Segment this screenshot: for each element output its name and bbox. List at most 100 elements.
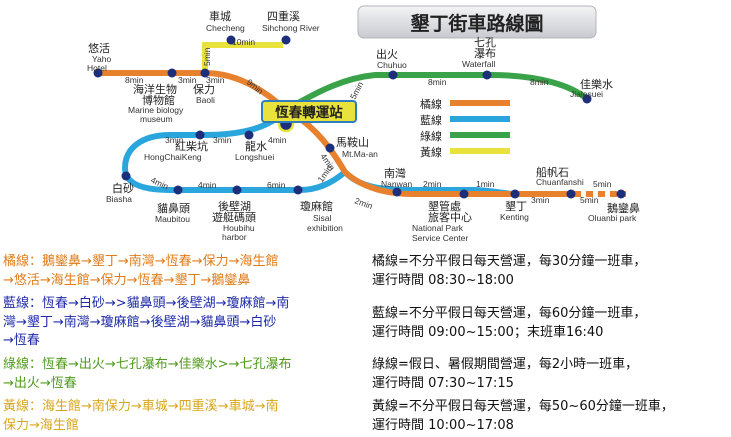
- svg-text:佳樂水: 佳樂水: [580, 77, 613, 91]
- svg-text:Nanwan: Nanwan: [381, 179, 412, 189]
- svg-text:6min: 6min: [267, 180, 286, 190]
- svg-text:3min: 3min: [531, 195, 550, 205]
- route-yellow-line2: 保力→海生館: [3, 417, 79, 433]
- legend-swatch-yellow: [450, 148, 510, 154]
- svg-text:8min: 8min: [530, 77, 549, 87]
- svg-text:5min: 5min: [580, 195, 599, 205]
- svg-text:2min: 2min: [423, 179, 442, 189]
- station-nanwan: 南灣 Nanwan: [381, 167, 412, 197]
- svg-text:貓鼻頭: 貓鼻頭: [157, 201, 190, 215]
- map-title: 墾丁街車路線圖: [357, 5, 597, 39]
- svg-text:National Park: National Park: [412, 223, 464, 233]
- svg-text:Biasha: Biasha: [106, 194, 132, 204]
- svg-text:Kenting: Kenting: [500, 212, 529, 222]
- schedule-orange: 橘線=不分平假日每天營運，每30分鐘一班車， 運行時間 08:30~18:00: [372, 253, 728, 290]
- svg-text:車城: 車城: [209, 9, 231, 23]
- svg-text:8min: 8min: [428, 77, 447, 87]
- svg-text:墾丁街車路線圖: 墾丁街車路線圖: [410, 12, 543, 35]
- station-kenting: 墾丁 Kenting: [500, 189, 529, 222]
- station-hongchaikeng: 紅柴坑 HongChaiKeng: [144, 130, 208, 162]
- schedule-orange-line1: 橘線=不分平假日每天營運，每30分鐘一班車，: [372, 254, 647, 269]
- station-oluanbi: 鵝鑾鼻 Oluanbi park: [588, 189, 640, 223]
- route-yellow: 黃線：海生館→南保力→車城→四重溪→車城→南 保力→海生館: [3, 398, 363, 435]
- schedule-green: 綠線=假日、暑假期間營運，每2小時一班車， 運行時間 07:30~17:15: [372, 356, 728, 393]
- legend-swatch-green: [450, 132, 510, 138]
- blue-line: [121, 107, 516, 197]
- schedule-yellow-line1: 黃線=不分平假日每天營運，每50~60分鐘一班車，: [372, 399, 674, 414]
- station-sichong: 四重溪 Sihchong River: [262, 9, 320, 45]
- svg-text:南灣: 南灣: [384, 167, 406, 180]
- route-orange: 橘線：鵝鑾鼻→墾丁→南灣→恆春→保力→海生館 →悠活→海生館→保力→恆春→墾丁→…: [3, 253, 363, 290]
- svg-text:藍線: 藍線: [420, 113, 442, 127]
- svg-text:保力: 保力: [193, 82, 215, 96]
- schedule-blue: 藍線=不分平假日每天營運，每60分鐘一班車， 運行時間 09:00~15:00；…: [372, 305, 728, 342]
- legend-swatch-orange: [450, 100, 510, 106]
- svg-text:Hotel: Hotel: [87, 63, 107, 73]
- orange-line-south: [284, 107, 562, 197]
- svg-text:旅客中心: 旅客中心: [428, 210, 472, 224]
- svg-text:瀑布: 瀑布: [474, 47, 496, 60]
- route-yellow-line1: 黃線：海生館→南保力→車城→四重溪→車城→南: [3, 399, 279, 414]
- svg-text:8min: 8min: [125, 75, 144, 85]
- svg-text:Mt.Ma-an: Mt.Ma-an: [342, 149, 378, 159]
- svg-text:恆春轉運站: 恆春轉運站: [274, 104, 343, 121]
- station-baisha: 白砂 Biasha: [106, 171, 134, 204]
- route-green-line2: →出火→恆春: [3, 375, 77, 391]
- station-maanshan: 馬鞍山 Mt.Ma-an: [325, 135, 378, 159]
- station-baoli: 保力 Baoli: [193, 68, 215, 105]
- svg-text:10min: 10min: [232, 37, 255, 47]
- svg-text:3min: 3min: [165, 135, 184, 145]
- schedule-green-line2: 運行時間 07:30~17:15: [372, 375, 514, 391]
- route-green-line1: 綠線：恆春→出火→七孔瀑布→佳樂水>→七孔瀑布: [3, 357, 292, 372]
- schedule-blue-line2: 運行時間 09:00~15:00；末班車16:40: [372, 324, 604, 340]
- svg-text:Chuhuo: Chuhuo: [377, 60, 407, 70]
- schedule-blue-line1: 藍線=不分平假日每天營運，每60分鐘一班車，: [372, 306, 647, 321]
- station-marine-museum: 海洋生物 博物館 Marine biology museum: [128, 68, 184, 124]
- svg-text:Sisal: Sisal: [313, 213, 332, 223]
- station-yaho: 悠活 Yaho Hotel: [87, 41, 111, 78]
- svg-text:1min: 1min: [476, 179, 495, 189]
- yellow-line: [125, 42, 231, 76]
- legend: 橘線 藍線 綠線 黃線: [420, 97, 510, 159]
- svg-text:海洋生物: 海洋生物: [133, 82, 177, 96]
- svg-text:博物館: 博物館: [142, 93, 175, 107]
- schedule-yellow-line2: 運行時間 10:00~17:08: [372, 417, 514, 433]
- svg-text:Longshuei: Longshuei: [235, 152, 274, 162]
- svg-text:Waterfall: Waterfall: [462, 59, 495, 69]
- legend-swatch-blue: [450, 116, 510, 122]
- svg-text:Oluanbi park: Oluanbi park: [588, 213, 637, 223]
- svg-text:Yaho: Yaho: [92, 54, 111, 64]
- station-waterfall: 七孔 瀑布 Waterfall: [462, 36, 496, 80]
- svg-text:七孔: 七孔: [474, 36, 496, 49]
- svg-text:出火: 出火: [376, 47, 398, 61]
- svg-text:Checheng: Checheng: [206, 23, 245, 33]
- svg-text:4min: 4min: [268, 135, 287, 145]
- svg-text:5min: 5min: [202, 47, 212, 66]
- svg-text:瓊麻館: 瓊麻館: [300, 199, 333, 213]
- route-orange-line1: 橘線：鵝鑾鼻→墾丁→南灣→恆春→保力→海生館: [3, 254, 279, 269]
- schedule-yellow: 黃線=不分平假日每天營運，每50~60分鐘一班車， 運行時間 10:00~17:…: [372, 398, 728, 435]
- svg-text:橘線: 橘線: [420, 97, 442, 111]
- svg-text:Houbihu: Houbihu: [223, 223, 255, 233]
- svg-text:Baoli: Baoli: [196, 95, 215, 105]
- station-npsc: 墾管處 旅客中心 National Park Service Center: [412, 189, 472, 243]
- svg-text:悠活: 悠活: [88, 41, 110, 55]
- svg-text:四重溪: 四重溪: [267, 9, 300, 23]
- route-blue-line1: 藍線：恆春→白砂→>貓鼻頭→後壁湖→瓊麻館→南: [3, 296, 290, 311]
- svg-text:船帆石: 船帆石: [536, 165, 569, 179]
- route-info: 橘線：鵝鑾鼻→墾丁→南灣→恆春→保力→海生館 →悠活→海生館→保力→恆春→墾丁→…: [0, 250, 731, 437]
- station-chuanfanshi: 船帆石 Chuanfanshi: [536, 165, 584, 199]
- station-checheng: 車城 Checheng: [206, 9, 245, 45]
- route-blue-line2: 灣→墾丁→南灣→瓊麻館→後壁湖→貓鼻頭→白砂: [3, 314, 277, 330]
- svg-text:白砂: 白砂: [112, 181, 134, 195]
- svg-text:3min: 3min: [213, 135, 232, 145]
- schedule-green-line1: 綠線=假日、暑假期間營運，每2小時一班車，: [372, 357, 639, 372]
- svg-text:harbor: harbor: [222, 232, 247, 242]
- svg-text:Maubitou: Maubitou: [155, 214, 190, 224]
- schedule-orange-line2: 運行時間 08:30~18:00: [372, 272, 514, 288]
- svg-text:綠線: 綠線: [420, 129, 442, 143]
- station-sisal: 瓊麻館 Sisal exhibition: [293, 185, 343, 233]
- svg-text:龍水: 龍水: [245, 139, 267, 153]
- hub-station: 恆春轉運站: [261, 100, 357, 133]
- svg-text:馬鞍山: 馬鞍山: [336, 135, 369, 149]
